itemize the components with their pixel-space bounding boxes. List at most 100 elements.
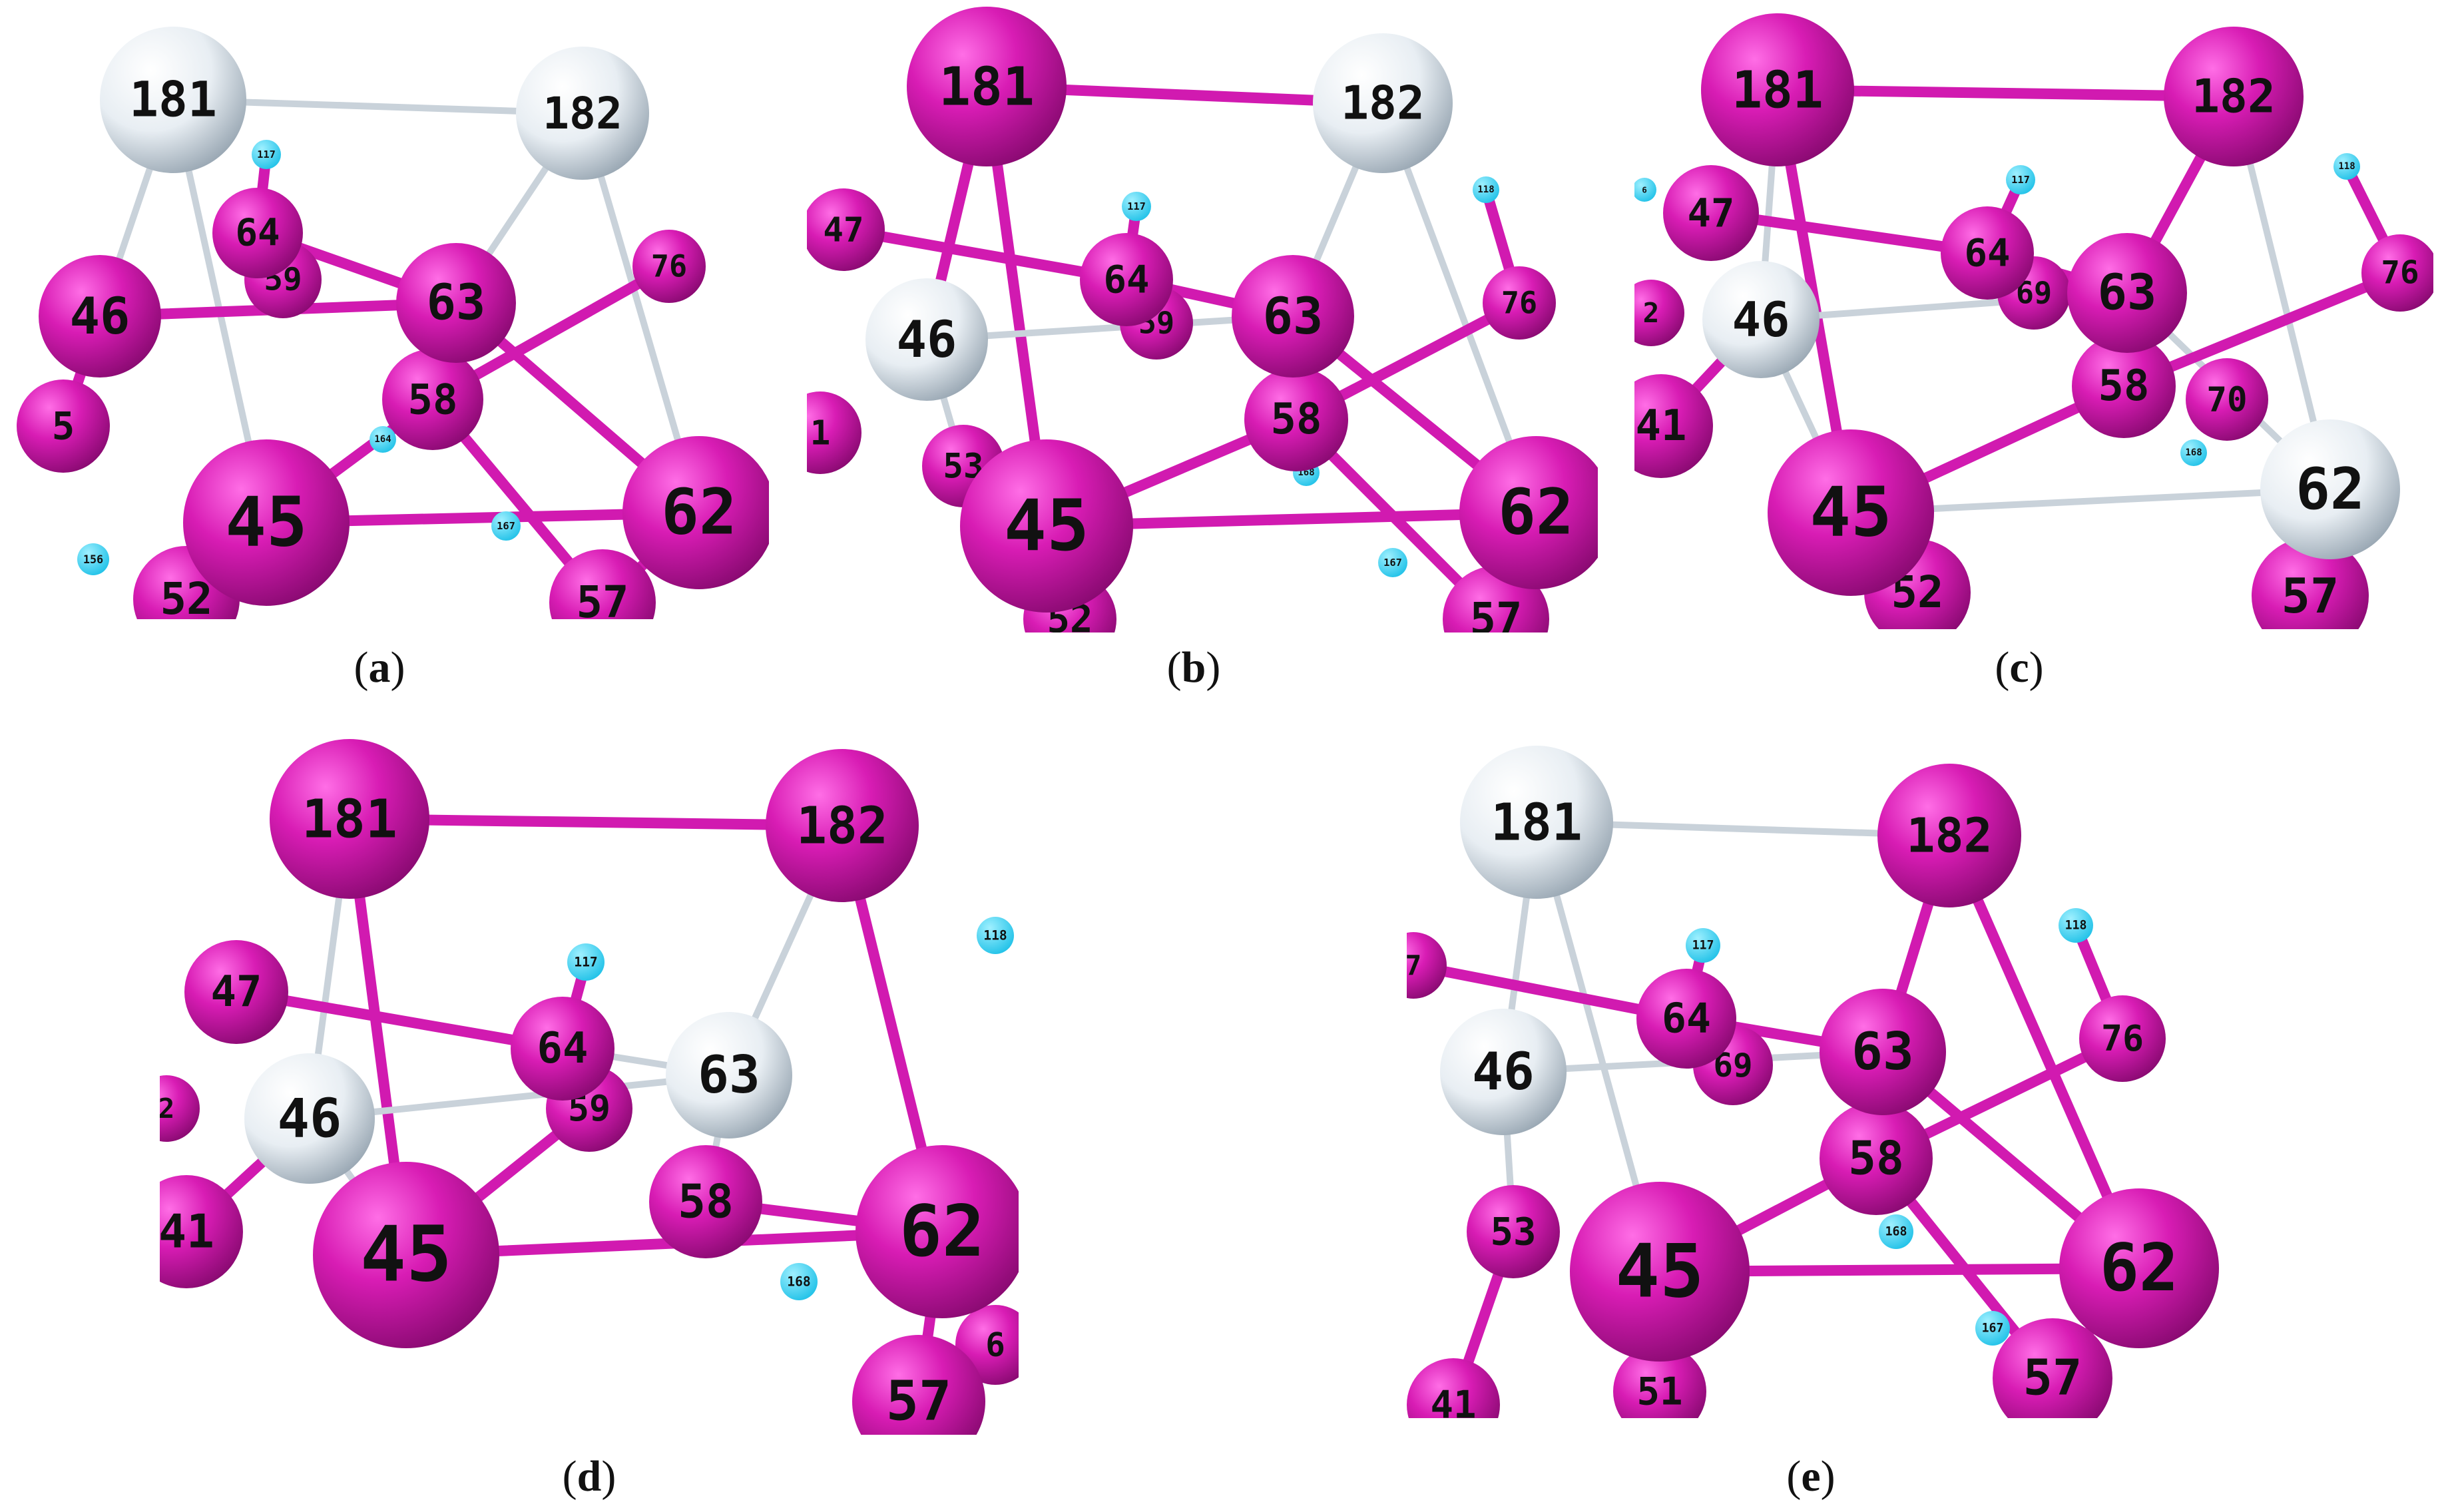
- atom-sphere: [2252, 537, 2369, 629]
- atom-label: 118: [2065, 919, 2087, 933]
- atom-117: 117: [567, 943, 605, 981]
- atom-label: 182: [1341, 77, 1425, 130]
- atom-167: 167: [491, 511, 521, 541]
- atom-1: 1: [807, 391, 861, 474]
- atom-label: 167: [1383, 557, 1402, 569]
- panel-d-caption: (d): [562, 1452, 616, 1501]
- atom-sphere: [1613, 1345, 1706, 1418]
- atom-label: 117: [574, 955, 597, 970]
- atom-46: 46: [1440, 1009, 1567, 1135]
- atom-sphere: [549, 549, 656, 619]
- atom-label: 57: [886, 1370, 952, 1433]
- atom-label: 57: [1470, 594, 1523, 632]
- atom-label: 182: [1906, 808, 1992, 864]
- atom-47: 47: [184, 940, 288, 1044]
- atom-sphere: [2059, 908, 2093, 943]
- bond-46-63: [306, 1072, 732, 1122]
- panel-e-caption: (e): [1786, 1452, 1835, 1501]
- atom-label: 58: [1271, 395, 1322, 444]
- atom-sphere: [622, 436, 769, 589]
- atom-sphere: [1993, 1318, 2112, 1418]
- atom-label: 168: [787, 1274, 810, 1290]
- atom-63: 63: [1232, 255, 1354, 378]
- atom-58: 58: [382, 349, 483, 450]
- panel-b-caption: (b): [1166, 643, 1221, 692]
- atom-62: 62: [2059, 1188, 2219, 1348]
- atom-layer: 1181681171675976471536452585763461826218…: [807, 7, 1598, 632]
- atom-sphere: [212, 188, 303, 278]
- atom-label: 62: [661, 477, 736, 549]
- atom-sphere: [2333, 153, 2360, 180]
- atom-label: 181: [939, 56, 1035, 118]
- atom-45: 45: [1570, 1182, 1750, 1362]
- atom-sphere: [2059, 1188, 2219, 1348]
- atom-sphere: [780, 1263, 818, 1300]
- atom-182: 182: [1313, 33, 1453, 173]
- atom-sphere: [1877, 764, 2021, 907]
- atom-sphere: [1702, 261, 1820, 378]
- panel-a-caption-letter: a: [368, 643, 391, 692]
- atom-sphere: [1686, 928, 1720, 963]
- atom-label: 156: [83, 553, 103, 566]
- atom-62: 62: [2260, 419, 2400, 559]
- atom-45: 45: [1768, 429, 1934, 596]
- atom-sphere: [1378, 548, 1407, 577]
- atom-76: 76: [2079, 995, 2166, 1082]
- atom-label: 52: [160, 574, 213, 619]
- atom-62: 62: [855, 1145, 1019, 1318]
- atom-63: 63: [396, 243, 516, 363]
- atom-sphere: [1483, 266, 1556, 340]
- atom-label: 63: [2098, 265, 2157, 322]
- atom-47: 47: [1663, 165, 1759, 261]
- atom-46: 46: [244, 1053, 375, 1184]
- atom-label: 47: [823, 210, 863, 250]
- atom-sphere: [1407, 932, 1447, 999]
- atom-label: 57: [577, 577, 629, 619]
- atom-58: 58: [649, 1145, 762, 1258]
- atom-label: 63: [698, 1045, 760, 1105]
- atom-label: 62: [2296, 456, 2365, 523]
- atom-sphere: [1460, 746, 1613, 899]
- atom-167: 167: [1378, 548, 1407, 577]
- atom-118: 118: [977, 917, 1014, 954]
- atom-sphere: [1244, 368, 1348, 471]
- atom-label: 45: [360, 1211, 452, 1300]
- atom-182: 182: [1877, 764, 2021, 907]
- atom-57: 57: [549, 549, 656, 619]
- atom-label: 181: [129, 72, 217, 128]
- atom-sphere: [1820, 1102, 1933, 1215]
- atom-sphere: [183, 439, 350, 606]
- atom-label: 51: [1636, 1370, 1682, 1414]
- atom-181: 181: [270, 739, 429, 899]
- atom-label: 53: [1490, 1210, 1536, 1254]
- atom-sphere: [77, 543, 109, 575]
- atom-sphere: [649, 1145, 762, 1258]
- atom-sphere: [2186, 358, 2268, 441]
- atom-layer: 1171181681677697653514164585763461821816…: [1407, 746, 2219, 1418]
- atom-sphere: [1634, 374, 1713, 478]
- atom-57: 57: [852, 1335, 985, 1435]
- atom-sphere: [1820, 989, 1946, 1115]
- atom-label: 168: [2185, 447, 2202, 458]
- atom-label: 6: [985, 1326, 1005, 1364]
- atom-label: 167: [1982, 1322, 2004, 1336]
- atom-70: 70: [2186, 358, 2268, 441]
- atom-label: 117: [257, 148, 276, 160]
- atom-label: 118: [1477, 184, 1494, 195]
- atom-46: 46: [1702, 261, 1820, 378]
- atom-label: 46: [70, 287, 130, 346]
- atom-76: 76: [1483, 266, 1556, 340]
- atom-label: 41: [1636, 401, 1687, 451]
- atom-181: 181: [1701, 13, 1854, 166]
- atom-sphere: [1879, 1214, 1913, 1249]
- atom-label: 47: [1688, 190, 1735, 236]
- atom-181: 181: [907, 7, 1067, 166]
- atom-sphere: [2067, 233, 2187, 353]
- atom-label: 46: [1732, 292, 1790, 348]
- atom-76: 76: [632, 230, 706, 303]
- atom-label: 63: [1263, 287, 1324, 346]
- atom-label: 181: [1732, 61, 1824, 120]
- panel-a-caption: (a): [354, 643, 405, 692]
- atom-167: 167: [1975, 1311, 2010, 1346]
